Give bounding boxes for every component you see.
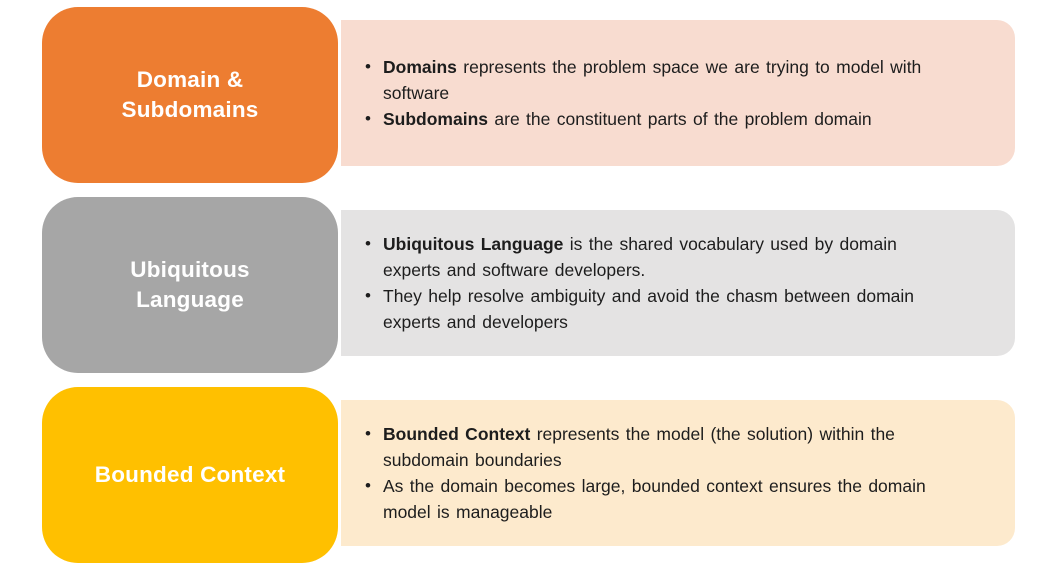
bullet-item: • Ubiquitous Language is the shared voca…	[365, 231, 987, 283]
bullet-text: Subdomains are the constituent parts of …	[383, 106, 987, 132]
bullet-text-line: Domains represents the problem space we …	[383, 57, 922, 77]
bullet-item: • Subdomains are the constituent parts o…	[365, 106, 987, 132]
bullet-icon: •	[365, 286, 371, 305]
bullet-text: Bounded Context represents the model (th…	[383, 421, 987, 473]
bullet-icon: •	[365, 476, 371, 495]
bullet-text-line: Bounded Context represents the model (th…	[383, 424, 895, 444]
bullet-text-line: They help resolve ambiguity and avoid th…	[383, 286, 915, 306]
bounded-context-header-box: Bounded Context	[42, 387, 338, 563]
bullet-text: As the domain becomes large, bounded con…	[383, 473, 987, 525]
bullet-text-line: Ubiquitous Language is the shared vocabu…	[383, 234, 897, 254]
header-line: Bounded Context	[94, 462, 286, 487]
bullet-text: Domains represents the problem space we …	[383, 54, 987, 106]
bounded-context-detail-panel: • Bounded Context represents the model (…	[341, 400, 1015, 546]
bullet-icon: •	[365, 109, 371, 128]
header-line: Language	[136, 287, 244, 312]
ubiquitous-language-detail-panel: • Ubiquitous Language is the shared voca…	[341, 210, 1015, 356]
row-domain-subdomains: Domain & Subdomains • Domains represents…	[0, 0, 1052, 190]
bullet-text: They help resolve ambiguity and avoid th…	[383, 283, 987, 335]
bullet-text-line: experts and developers	[383, 312, 568, 332]
bullet-item: • They help resolve ambiguity and avoid …	[365, 283, 987, 335]
domain-subdomains-header-box: Domain & Subdomains	[42, 7, 338, 183]
bullet-text-line: subdomain boundaries	[383, 450, 562, 470]
bullet-icon: •	[365, 57, 371, 76]
row-ubiquitous-language: Ubiquitous Language • Ubiquitous Languag…	[0, 190, 1052, 380]
bullet-text-line: As the domain becomes large, bounded con…	[383, 476, 926, 496]
bullet-text-line: Subdomains are the constituent parts of …	[383, 109, 872, 129]
header-line: Ubiquitous	[130, 257, 250, 282]
header-line: Domain &	[136, 67, 244, 92]
bullet-icon: •	[365, 234, 371, 253]
bullet-text-line: software	[383, 83, 450, 103]
bullet-icon: •	[365, 424, 371, 443]
bullet-item: • Domains represents the problem space w…	[365, 54, 987, 106]
bullet-text: Ubiquitous Language is the shared vocabu…	[383, 231, 987, 283]
bullet-item: • As the domain becomes large, bounded c…	[365, 473, 987, 525]
bullet-text-line: experts and software developers.	[383, 260, 646, 280]
header-line: Subdomains	[121, 97, 259, 122]
ubiquitous-language-header-box: Ubiquitous Language	[42, 197, 338, 373]
domain-subdomains-detail-panel: • Domains represents the problem space w…	[341, 20, 1015, 166]
bullet-item: • Bounded Context represents the model (…	[365, 421, 987, 473]
bullet-text-line: model is manageable	[383, 502, 553, 522]
row-bounded-context: Bounded Context • Bounded Context repres…	[0, 380, 1052, 570]
